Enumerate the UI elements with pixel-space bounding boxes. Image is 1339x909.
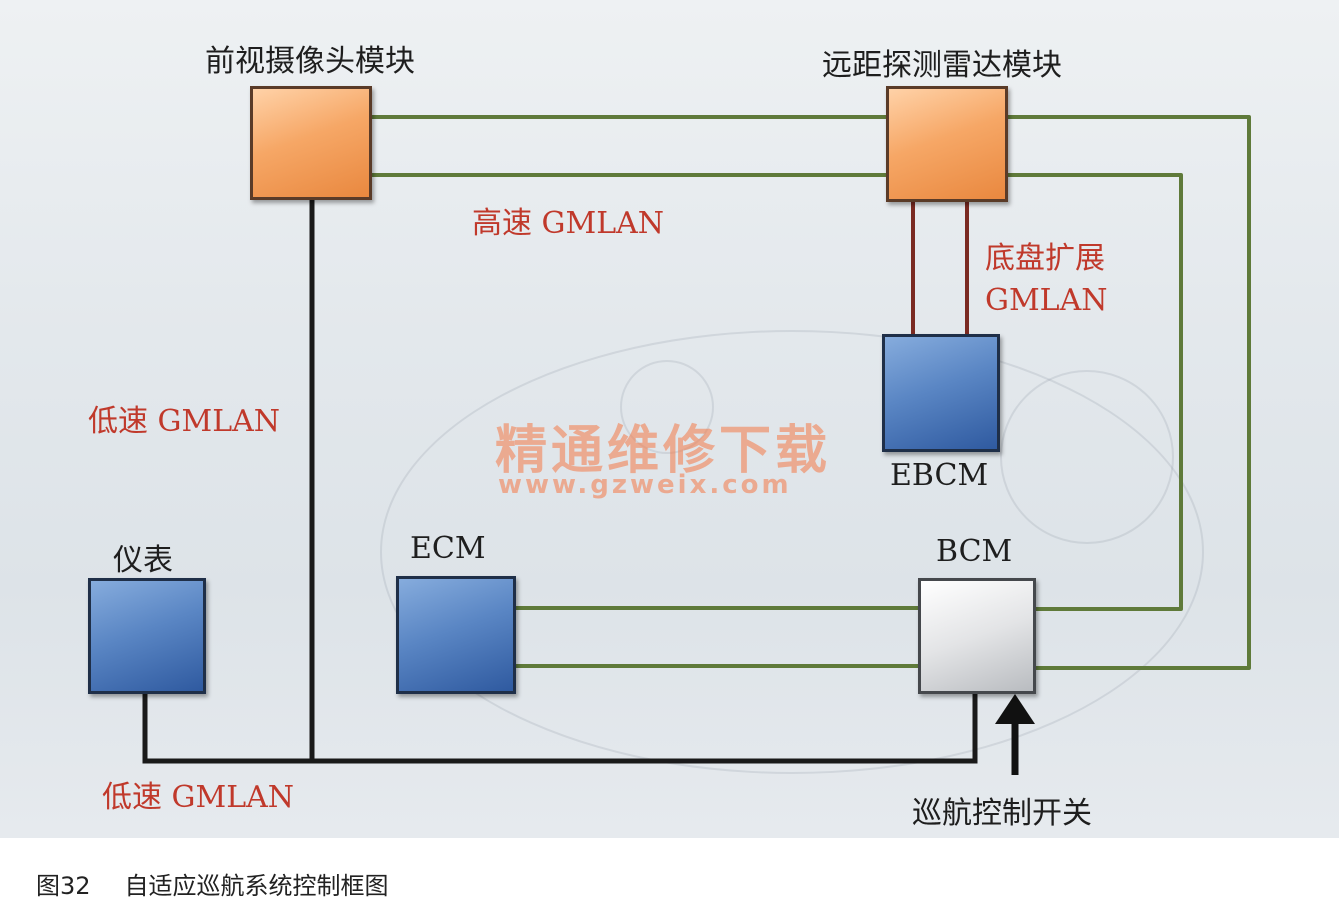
- background-knob: [620, 360, 714, 454]
- diagram-canvas: 前视摄像头模块 远距探测雷达模块 EBCM 仪表 ECM BCM 高速 GMLA…: [0, 0, 1339, 838]
- ebcm-module-box: [882, 334, 1000, 452]
- ls-line-cluster-bcm: [142, 690, 978, 764]
- cruise-switch-label: 巡航控制开关: [912, 796, 1092, 831]
- watermark-url: www.gzweix.com: [498, 470, 792, 500]
- front-camera-label: 前视摄像头模块: [205, 44, 415, 79]
- background-dial: [1000, 370, 1174, 544]
- background-dashboard-arc: [380, 330, 1204, 774]
- bcm-label: BCM: [936, 534, 1013, 569]
- figure-number: 图32: [36, 872, 91, 900]
- figure-title: 自适应巡航系统控制框图: [124, 872, 389, 900]
- long-range-radar-module-box: [886, 86, 1008, 202]
- ecm-module-box: [396, 576, 516, 694]
- low-speed-gmlan-lines: [142, 196, 978, 764]
- high-speed-gmlan-label: 高速 GMLAN: [472, 206, 665, 241]
- cruise-switch-arrow: [995, 694, 1035, 775]
- low-speed-gmlan-label-bottom: 低速 GMLAN: [102, 780, 295, 815]
- chassis-gmlan-label-line1: 底盘扩展: [985, 241, 1105, 276]
- hs-line-radar-inner-loop: [1008, 173, 1183, 611]
- figure-caption: 图32 自适应巡航系统控制框图: [36, 866, 389, 901]
- hs-line-radar-outer-loop: [1008, 115, 1251, 670]
- chassis-gmlan-label-line2: GMLAN: [985, 283, 1108, 318]
- ebcm-label: EBCM: [890, 458, 989, 493]
- bus-wiring: [142, 115, 1251, 775]
- ecm-label: ECM: [410, 531, 486, 566]
- bcm-module-box: [918, 578, 1036, 694]
- instrument-cluster-module-box: [88, 578, 206, 694]
- watermark-text: 精通维修下载: [495, 421, 832, 481]
- long-range-radar-label: 远距探测雷达模块: [822, 48, 1062, 83]
- instrument-cluster-label: 仪表: [113, 543, 173, 578]
- front-camera-module-box: [250, 86, 372, 200]
- low-speed-gmlan-label-left: 低速 GMLAN: [88, 404, 281, 439]
- high-speed-gmlan-lines: [372, 115, 1251, 670]
- chassis-gmlan-lines: [911, 200, 969, 335]
